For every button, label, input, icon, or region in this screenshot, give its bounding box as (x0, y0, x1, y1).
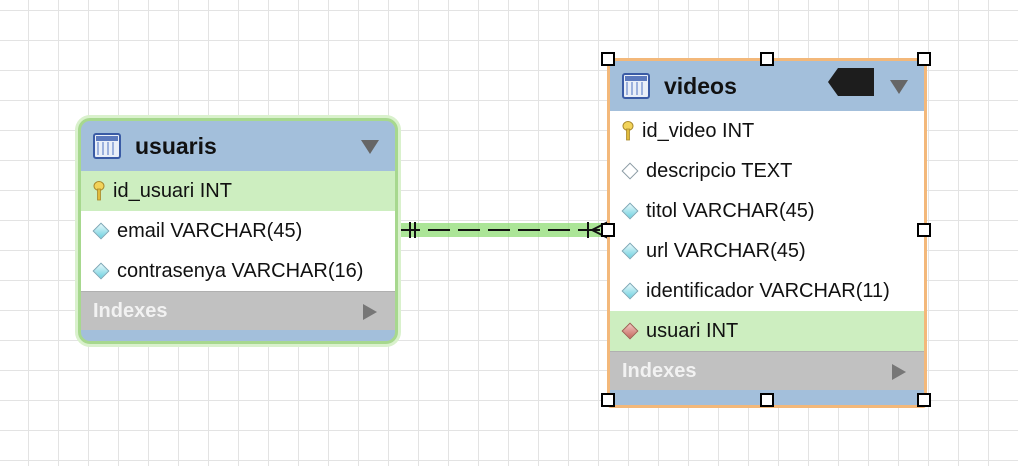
column-label: usuari INT (646, 319, 739, 342)
resize-handle-bottom-right[interactable] (917, 393, 931, 407)
table-icon (93, 133, 121, 159)
resize-handle-bottom[interactable] (760, 393, 774, 407)
column-row[interactable]: email VARCHAR(45) (81, 211, 395, 251)
column-diamond-icon (92, 222, 110, 240)
column-row[interactable]: id_usuari INT (81, 171, 395, 211)
layer-flag-icon[interactable] (828, 67, 876, 97)
expand-caret-icon[interactable] (892, 364, 906, 380)
resize-handle-bottom-left[interactable] (601, 393, 615, 407)
expand-caret-icon[interactable] (363, 304, 377, 320)
column-row[interactable]: url VARCHAR(45) (610, 231, 924, 271)
column-label: titol VARCHAR(45) (646, 199, 815, 222)
column-label: identificador VARCHAR(11) (646, 279, 890, 302)
indexes-section[interactable]: Indexes (81, 291, 395, 330)
indexes-label: Indexes (622, 359, 697, 382)
indexes-section[interactable]: Indexes (610, 351, 924, 390)
column-row[interactable]: descripcio TEXT (610, 151, 924, 191)
column-label: contrasenya VARCHAR(16) (117, 259, 364, 282)
column-label: id_video INT (642, 119, 755, 142)
column-row[interactable]: usuari INT (610, 311, 924, 351)
table-videos[interactable]: videos id_video INT descripcio TEXT tito… (607, 58, 927, 408)
column-label: email VARCHAR(45) (117, 219, 303, 242)
resize-handle-left[interactable] (601, 223, 615, 237)
column-diamond-icon (621, 282, 639, 300)
resize-handle-top[interactable] (760, 52, 774, 66)
table-title: videos (664, 72, 737, 99)
column-row[interactable]: identificador VARCHAR(11) (610, 271, 924, 311)
column-diamond-icon (621, 202, 639, 220)
table-title: usuaris (135, 132, 217, 159)
column-label: descripcio TEXT (646, 159, 793, 182)
column-label: id_usuari INT (113, 179, 232, 202)
table-header[interactable]: usuaris (81, 121, 395, 171)
collapse-caret-icon[interactable] (890, 80, 908, 94)
indexes-label: Indexes (93, 299, 168, 322)
primary-key-icon (93, 181, 105, 201)
table-header[interactable]: videos (610, 61, 924, 111)
column-row[interactable]: id_video INT (610, 111, 924, 151)
column-list: id_usuari INT email VARCHAR(45) contrase… (81, 171, 395, 291)
nullable-diamond-icon (621, 162, 639, 180)
table-usuaris[interactable]: usuaris id_usuari INT email VARCHAR(45) … (78, 118, 398, 344)
table-icon (622, 73, 650, 99)
column-row[interactable]: contrasenya VARCHAR(16) (81, 251, 395, 291)
column-diamond-icon (621, 242, 639, 260)
resize-handle-right[interactable] (917, 223, 931, 237)
resize-handle-top-right[interactable] (917, 52, 931, 66)
column-list: id_video INT descripcio TEXT titol VARCH… (610, 111, 924, 351)
resize-handle-top-left[interactable] (601, 52, 615, 66)
primary-key-icon (622, 121, 634, 141)
column-label: url VARCHAR(45) (646, 239, 806, 262)
column-diamond-icon (92, 262, 110, 280)
foreign-key-diamond-icon (621, 322, 639, 340)
collapse-caret-icon[interactable] (361, 140, 379, 154)
column-row[interactable]: titol VARCHAR(45) (610, 191, 924, 231)
